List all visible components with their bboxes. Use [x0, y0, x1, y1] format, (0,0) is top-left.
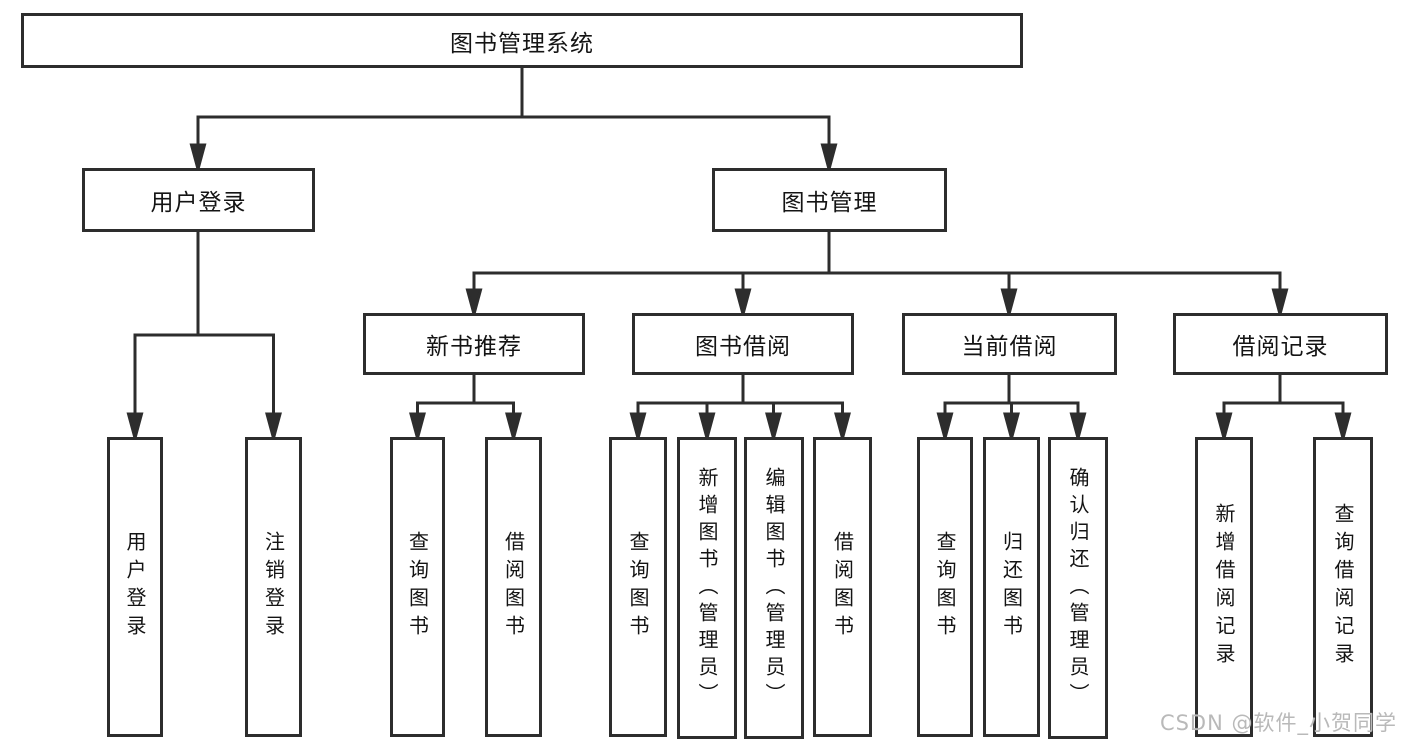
leaf-logout: 注销登录 [245, 437, 302, 737]
leaf-query-book-2: 查询图书 [609, 437, 667, 737]
leaf-user-login: 用户登录 [107, 437, 163, 737]
connector-book-borrow-branch [629, 375, 851, 444]
connector-book-mgmt-to-level3 [465, 232, 1289, 320]
node-book-mgmt: 图书管理 [712, 168, 947, 232]
connector-current-borrow-branch [936, 375, 1087, 444]
leaf-query-book-1: 查询图书 [390, 437, 445, 737]
node-root: 图书管理系统 [21, 13, 1023, 68]
leaf-confirm-return: 确认归还（管理员） [1048, 437, 1108, 739]
leaf-query-record: 查询借阅记录 [1313, 437, 1373, 737]
connector-new-book-rec-branch [409, 375, 522, 444]
leaf-add-book: 新增图书（管理员） [677, 437, 737, 739]
leaf-return-book: 归还图书 [983, 437, 1040, 737]
connector-root-to-level2 [189, 68, 838, 175]
leaf-add-record: 新增借阅记录 [1195, 437, 1253, 737]
leaf-edit-book: 编辑图书（管理员） [744, 437, 804, 739]
leaf-borrow-book-1: 借阅图书 [485, 437, 542, 737]
connector-user-login-branch [126, 232, 282, 444]
connector-borrow-records-branch [1215, 375, 1352, 444]
watermark-text: CSDN @软件_小贺同学 [1159, 711, 1397, 735]
node-borrow-records: 借阅记录 [1173, 313, 1388, 375]
leaf-query-book-3: 查询图书 [917, 437, 973, 737]
leaf-borrow-book-2: 借阅图书 [813, 437, 872, 737]
node-new-book-rec: 新书推荐 [363, 313, 585, 375]
node-current-borrow: 当前借阅 [902, 313, 1117, 375]
node-book-borrow: 图书借阅 [632, 313, 854, 375]
node-user-login: 用户登录 [82, 168, 315, 232]
